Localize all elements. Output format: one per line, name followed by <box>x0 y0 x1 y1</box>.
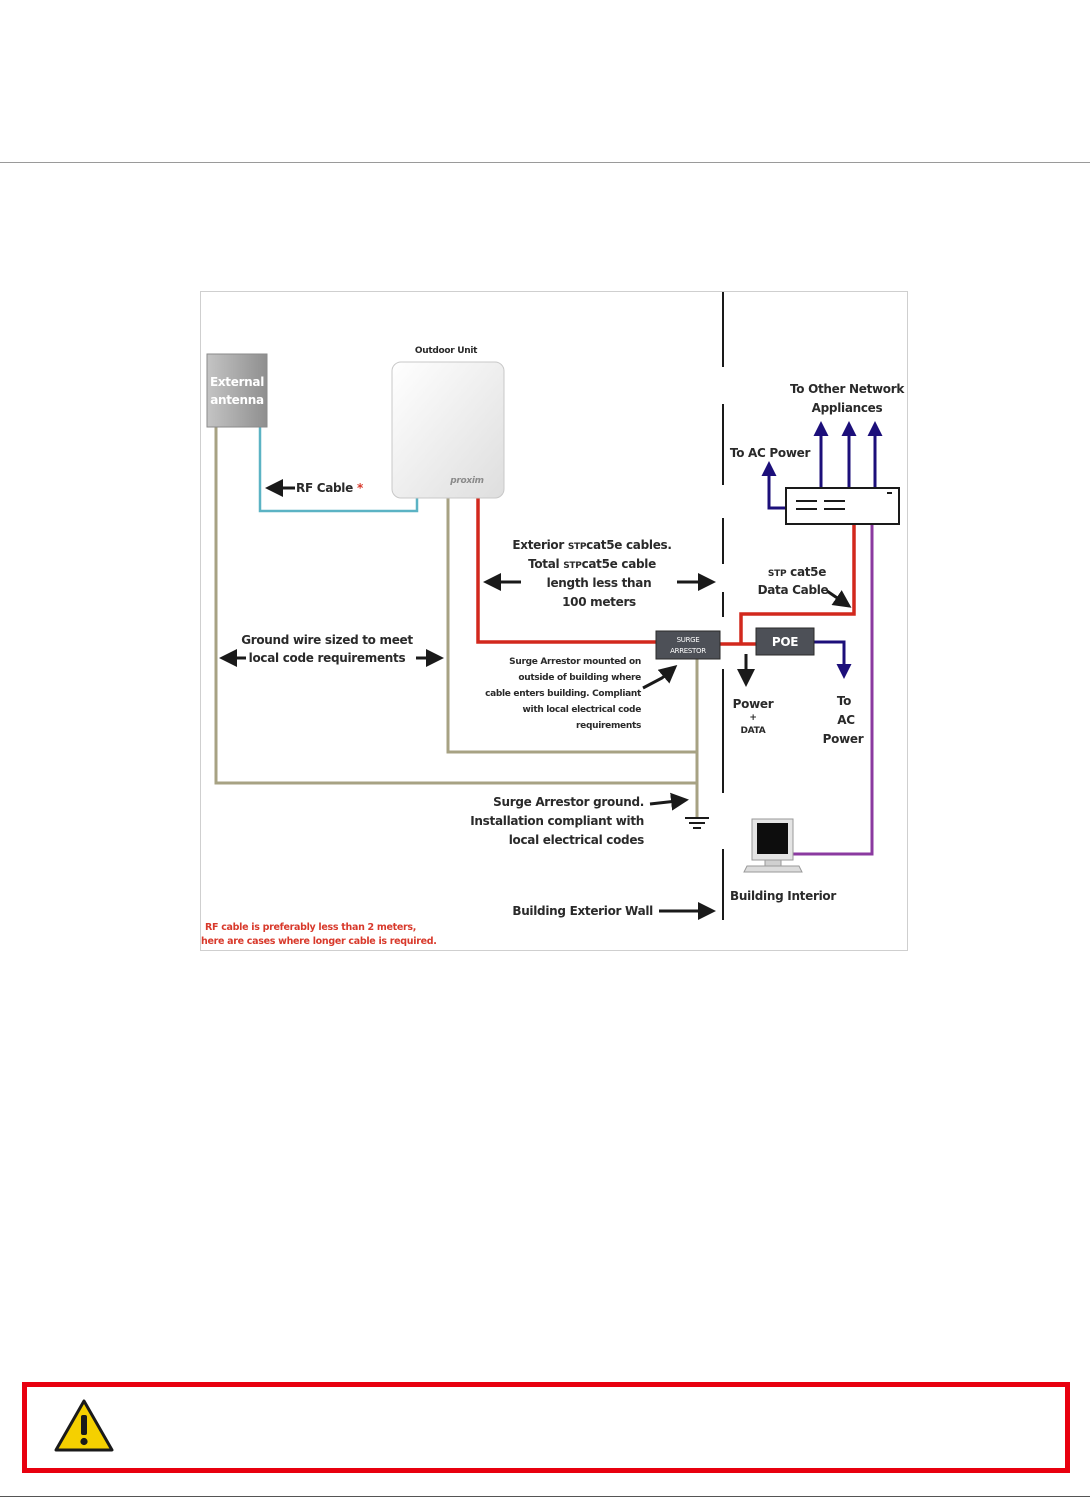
power-data-label: Power + DATA <box>733 697 774 736</box>
ground-wire <box>214 427 699 817</box>
svg-text:SURGE: SURGE <box>677 636 700 644</box>
surge-arrestor-box: SURGE ARRESTOR <box>655 630 721 660</box>
diagram-svg: External antenna Outdoor Unit proxim SUR… <box>201 292 906 947</box>
svg-text:STP cat5e: STP cat5e <box>768 565 826 579</box>
svg-text:+: + <box>749 713 756 723</box>
svg-text:Surge Arrestor ground.: Surge Arrestor ground. <box>493 795 644 809</box>
svg-text:Total STPcat5e cable: Total STPcat5e cable <box>528 557 656 571</box>
svg-text:local code requirements: local code requirements <box>249 651 406 665</box>
svg-text:POE: POE <box>772 635 798 649</box>
svg-text:External: External <box>210 375 264 389</box>
svg-text:Outdoor Unit: Outdoor Unit <box>415 346 478 356</box>
svg-text:with local electrical code: with local electrical code <box>523 705 642 715</box>
caution-callout <box>22 1382 1070 1473</box>
svg-text:To: To <box>837 694 851 708</box>
svg-text:here are cases where longer ca: here are cases where longer cable is req… <box>201 936 437 947</box>
footer-divider <box>0 1496 1090 1497</box>
svg-text:To Other Network: To Other Network <box>790 382 905 396</box>
svg-text:Ground wire sized to meet: Ground wire sized to meet <box>241 633 413 647</box>
svg-text:outside of building where: outside of building where <box>518 673 641 683</box>
to-other-appliances-label: To Other Network Appliances <box>790 382 906 415</box>
ground-wire-label: Ground wire sized to meet local code req… <box>241 633 413 665</box>
svg-text:length less than: length less than <box>547 576 652 590</box>
svg-text:local electrical codes: local electrical codes <box>509 833 644 847</box>
svg-text:requirements: requirements <box>576 721 641 731</box>
svg-text:Appliances: Appliances <box>812 401 883 415</box>
ethernet-cable <box>476 498 856 646</box>
outdoor-unit: Outdoor Unit proxim <box>391 346 505 499</box>
svg-text:Power: Power <box>733 697 774 711</box>
svg-text:RF cable is preferably less th: RF cable is preferably less than 2 meter… <box>205 922 416 933</box>
annotation-arrows <box>219 479 852 920</box>
svg-text:Power: Power <box>823 732 864 746</box>
stp-data-cable-label: STP cat5e Data Cable <box>758 565 829 597</box>
building-interior-label: Building Interior <box>730 889 836 903</box>
interior-data-cable <box>793 524 874 856</box>
warning-triangle-icon <box>54 1399 114 1452</box>
svg-text:Installation compliant with: Installation compliant with <box>470 814 644 828</box>
external-antenna: External antenna <box>206 353 268 428</box>
computer-icon <box>743 818 803 873</box>
svg-text:cable enters building. Complia: cable enters building. Compliant <box>485 689 642 699</box>
surge-ground-note: Surge Arrestor ground. Installation comp… <box>470 795 644 847</box>
rf-cable-footnote: RF cable is preferably less than 2 meter… <box>201 922 437 947</box>
installation-diagram: External antenna Outdoor Unit proxim SUR… <box>200 291 908 951</box>
brand-logo: proxim <box>449 476 484 486</box>
exterior-cable-label: Exterior STPcat5e cables. Total STPcat5e… <box>512 538 672 609</box>
poe-box: POE <box>755 627 815 656</box>
surge-arrestor-note: Surge Arrestor mounted on outside of bui… <box>485 657 642 731</box>
rf-cable-label: RF Cable* <box>296 481 364 495</box>
ground-symbol-icon <box>685 817 709 829</box>
header-divider <box>0 162 1090 163</box>
svg-text:Surge Arrestor mounted on: Surge Arrestor mounted on <box>509 657 641 667</box>
svg-text:100 meters: 100 meters <box>562 595 636 609</box>
rf-cable-line <box>258 427 419 513</box>
svg-text:antenna: antenna <box>210 393 264 407</box>
to-ac-power-poe-label: To AC Power <box>823 694 864 746</box>
svg-text:DATA: DATA <box>741 726 766 736</box>
svg-text:Exterior STPcat5e cables.: Exterior STPcat5e cables. <box>512 538 671 552</box>
network-switch <box>785 487 900 525</box>
svg-text:Data Cable: Data Cable <box>758 583 829 597</box>
svg-text:AC: AC <box>837 713 855 727</box>
svg-text:ARRESTOR: ARRESTOR <box>670 647 706 655</box>
ac-power-lines <box>761 421 883 679</box>
building-wall-label: Building Exterior Wall <box>512 904 653 918</box>
to-ac-power-top-label: To AC Power <box>730 446 811 460</box>
